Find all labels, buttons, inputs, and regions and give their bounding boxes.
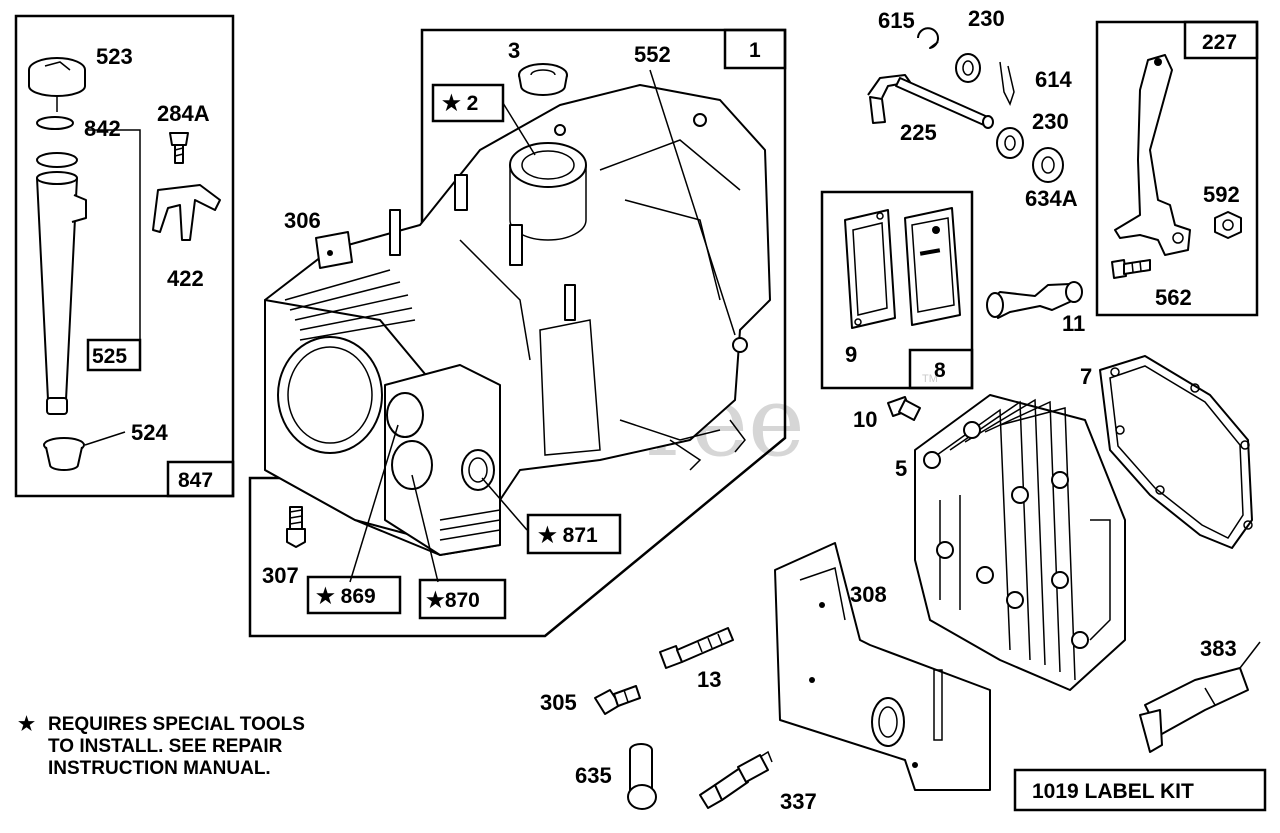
screw-562 (1111, 259, 1151, 279)
box-2-label: ★ 2 (442, 92, 478, 115)
bracket-422 (152, 184, 221, 241)
label-383: 383 (1200, 636, 1237, 661)
label-552: 552 (634, 42, 671, 67)
governor-lever (1114, 54, 1191, 256)
note-line-3: INSTRUCTION MANUAL. (48, 758, 271, 779)
box-871-label: ★ 871 (538, 524, 598, 547)
dipstick-group-847: 523 842 284A 422 524 525 847 (14, 14, 235, 498)
governor-parts: 615 230 614 230 225 634A (867, 6, 1078, 211)
label-562: 562 (1155, 285, 1192, 310)
breather-body (904, 207, 961, 326)
box-847 (166, 460, 235, 498)
box-227 (1183, 20, 1259, 60)
frame-8 (820, 190, 974, 390)
box-870-label: ★870 (426, 589, 480, 612)
frame-227 (1095, 20, 1259, 317)
watermark-tm: TM (922, 373, 938, 385)
label-3: 3 (508, 38, 520, 63)
label-634A: 634A (1025, 186, 1078, 211)
breather-group-8: 8 9 (820, 190, 974, 390)
label-305: 305 (540, 690, 577, 715)
head-gasket-7: 7 (1080, 355, 1253, 549)
cylinder-shroud-308: 308 (774, 542, 991, 791)
label-284A: 284A (157, 101, 210, 126)
grommet-524 (43, 437, 85, 471)
label-842: 842 (84, 116, 121, 141)
box-525-label: 525 (92, 345, 127, 368)
label-635: 635 (575, 763, 612, 788)
spark-plug-boot-635: 635 (575, 743, 657, 810)
label-523: 523 (96, 44, 133, 69)
box-869-label: ★ 869 (316, 585, 376, 608)
label-10: 10 (853, 407, 877, 432)
spark-plug-337: 337 (699, 750, 817, 814)
note-line-1: REQUIRES SPECIAL TOOLS (48, 714, 305, 735)
box-871 (526, 513, 622, 555)
ground-clip-383: 383 (1139, 636, 1261, 753)
special-tools-note: ★ REQUIRES SPECIAL TOOLS TO INSTALL. SEE… (18, 714, 305, 779)
cylinder-block-group-1: 1 ★ 2 (248, 28, 787, 638)
box-1-label: 1 (749, 39, 761, 62)
nut-592 (1214, 211, 1242, 239)
clip-615 (917, 27, 939, 49)
pin-614 (999, 61, 1015, 106)
box-847-label: 847 (178, 469, 213, 492)
bolt-305: 305 (540, 685, 641, 715)
label-9: 9 (845, 342, 857, 367)
leader-552 (649, 69, 736, 336)
label-307: 307 (262, 563, 299, 588)
label-kit-box (1013, 768, 1267, 812)
breather-tube-11: 11 (986, 281, 1085, 336)
label-306: 306 (284, 208, 321, 233)
box-227-label: 227 (1202, 31, 1237, 54)
label-524: 524 (131, 420, 168, 445)
screw-10: 10 (853, 396, 921, 432)
label-225: 225 (900, 120, 937, 145)
screw-307 (286, 506, 306, 548)
label-7: 7 (1080, 364, 1092, 389)
label-5: 5 (895, 456, 907, 481)
label-337: 337 (780, 789, 817, 814)
dipstick-cap-523 (28, 57, 86, 112)
label-615: 615 (878, 8, 915, 33)
label-230-top: 230 (968, 6, 1005, 31)
screw-284A (169, 132, 189, 164)
bolt-13: 13 (659, 627, 734, 692)
box-8 (908, 348, 974, 390)
bracket-525 (88, 129, 141, 371)
cylinder-block (264, 84, 771, 556)
label-230-mid: 230 (1032, 109, 1069, 134)
box-1 (723, 28, 787, 70)
label-13: 13 (697, 667, 721, 692)
governor-lever-group-227: 227 592 562 (1095, 20, 1259, 317)
box-525 (86, 338, 142, 372)
note-line-2: TO INSTALL. SEE REPAIR (48, 736, 283, 757)
o-ring-842 (36, 116, 74, 130)
oil-seal-3 (518, 63, 568, 96)
label-592: 592 (1203, 182, 1240, 207)
label-kit-text: 1019 LABEL KIT (1032, 780, 1194, 803)
box-8-label: 8 (934, 359, 946, 382)
leader-870 (411, 474, 439, 583)
label-614: 614 (1035, 67, 1072, 92)
label-308: 308 (850, 582, 887, 607)
leader-2 (502, 102, 536, 156)
label-11: 11 (1062, 311, 1085, 336)
box-869 (306, 575, 402, 615)
note-star: ★ (18, 714, 35, 735)
governor-shaft-225 (867, 74, 994, 129)
washer-230-lower (996, 127, 1024, 159)
leader-871 (481, 477, 528, 531)
washer-230-upper (955, 53, 981, 83)
cylinder-head-5: 5 (895, 394, 1126, 691)
box-870 (418, 578, 507, 620)
seal-634A (1032, 147, 1064, 183)
frame-847 (14, 14, 235, 498)
gasket-9 (844, 209, 896, 329)
tag-306 (315, 231, 353, 269)
leader-869 (349, 424, 399, 583)
label-422: 422 (167, 266, 204, 291)
dipstick-tube (36, 152, 87, 415)
